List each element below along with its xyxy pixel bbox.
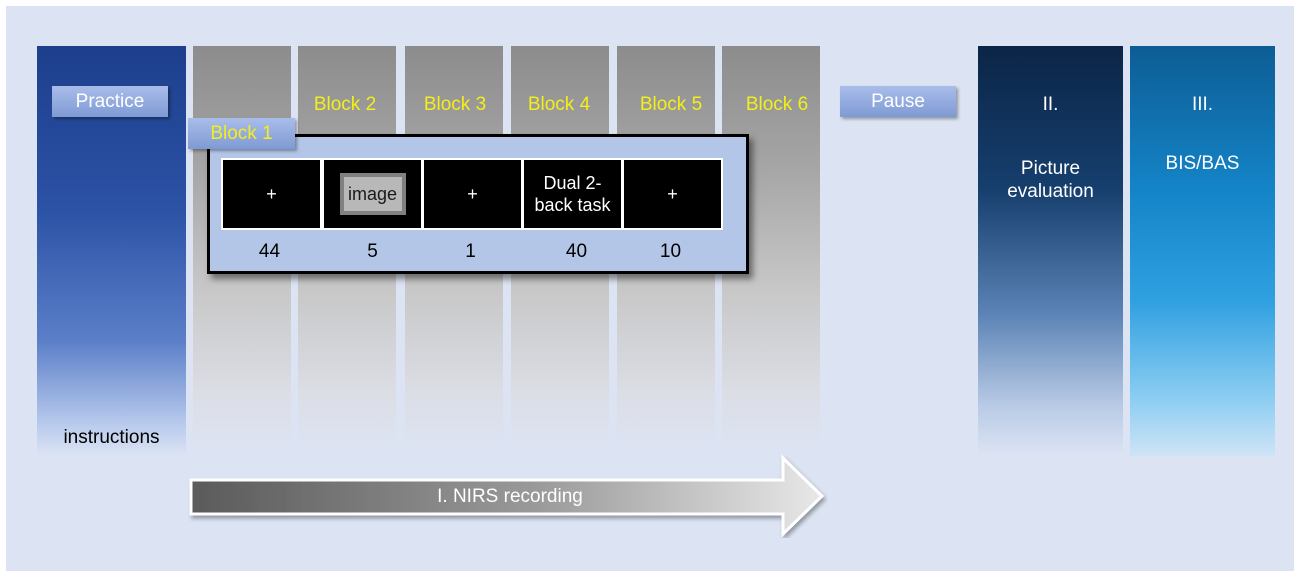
bis-bas-column [1130, 46, 1275, 456]
nirs-recording-label: I. NIRS recording [437, 486, 583, 507]
nirs-recording-arrow [189, 454, 825, 538]
block-label-1: Block 1 [188, 118, 295, 149]
duration-fixation-2: 1 [465, 241, 476, 262]
block-label-6: Block 6 [745, 94, 809, 115]
duration-fixation-3: 10 [659, 241, 682, 262]
fixation-screen-2: + [422, 158, 523, 230]
practice-label: Practice [52, 86, 168, 117]
bis-bas-label: BIS/BAS [1165, 153, 1240, 174]
picture-evaluation-column [978, 46, 1123, 456]
duration-image: 5 [367, 241, 378, 262]
pause-label: Pause [840, 86, 956, 117]
image-screen: image [322, 158, 423, 230]
block-label-3: Block 3 [423, 94, 487, 115]
picture-evaluation-label: Picture evaluation [1007, 158, 1094, 202]
duration-fixation-1: 44 [258, 241, 281, 262]
image-placeholder: image [339, 173, 406, 215]
instructions-label: instructions [63, 427, 160, 448]
block-label-5: Block 5 [639, 94, 703, 115]
bisbas-numeral: III. [1191, 94, 1214, 115]
evaluation-numeral: II. [1042, 94, 1059, 115]
fixation-screen-1: + [221, 158, 322, 230]
block-label-2: Block 2 [313, 94, 377, 115]
fixation-screen-3: + [622, 158, 723, 230]
block-label-4: Block 4 [527, 94, 591, 115]
dual-2-back-task-screen: Dual 2- back task [522, 158, 623, 230]
duration-dual-task: 40 [565, 241, 588, 262]
